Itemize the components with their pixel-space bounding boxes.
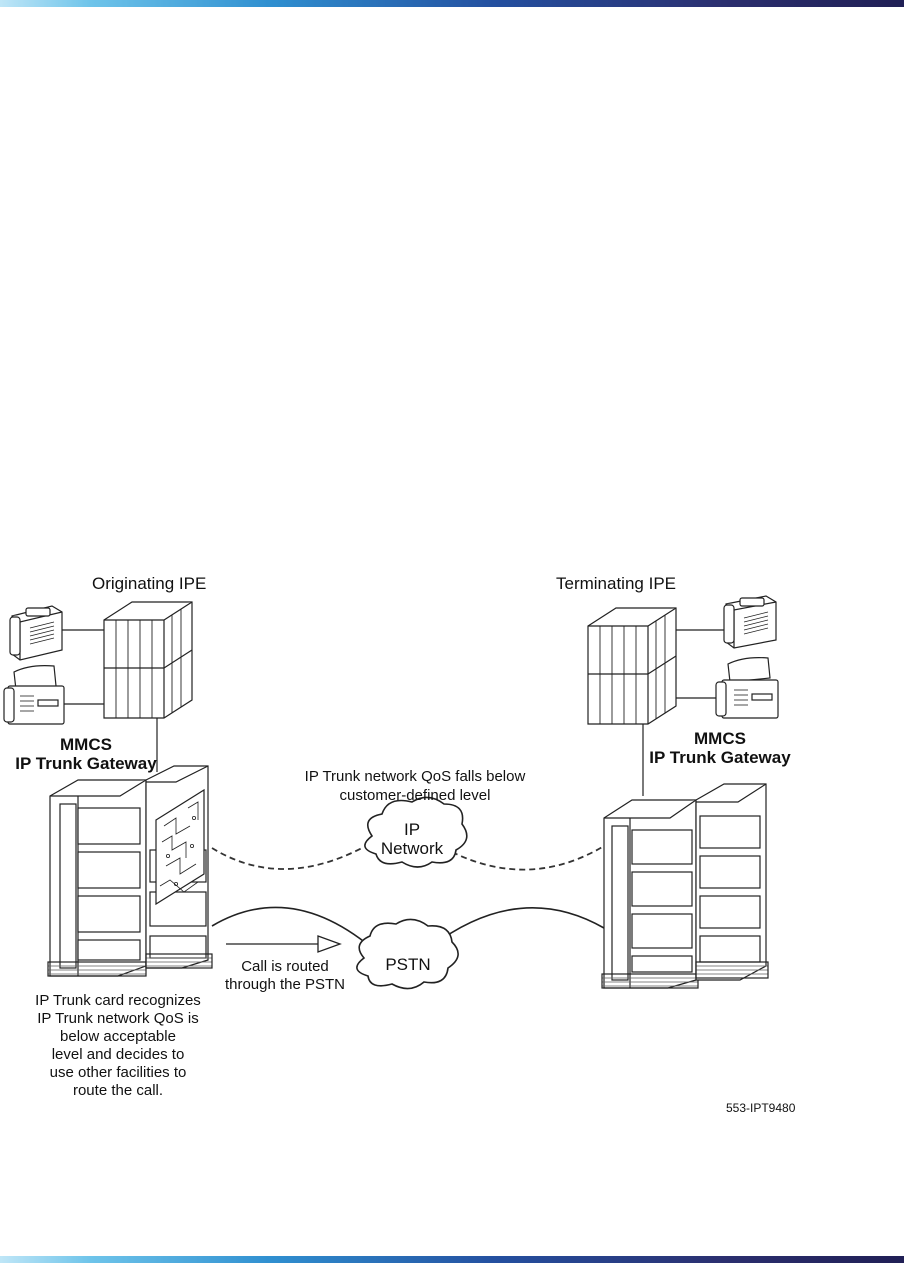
left-gateway-label-line2: IP Trunk Gateway	[15, 754, 157, 773]
qos-note-line1: IP Trunk network QoS falls below	[304, 768, 526, 785]
ip-link-left	[211, 847, 363, 870]
pstn-link-left	[211, 906, 373, 949]
pstn-cloud	[356, 918, 459, 990]
left-gateway-cabinet	[47, 765, 213, 977]
terminating-ipe-label: Terminating IPE	[556, 574, 676, 593]
card-note-line4: level and decides to	[51, 1046, 185, 1063]
right-telephone-icon	[723, 595, 777, 649]
originating-ipe-label: Originating IPE	[92, 574, 207, 593]
routed-note-line2: through the PSTN	[224, 976, 346, 993]
right-fax-icon	[715, 657, 779, 719]
ip-link-right	[451, 845, 605, 871]
pstn-link-right	[431, 906, 605, 947]
left-gateway-label-line1: MMCS	[60, 735, 112, 754]
left-telephone-icon	[9, 605, 63, 661]
left-fax-icon	[3, 665, 65, 725]
ip-network-label-line2: Network	[380, 839, 444, 858]
right-gateway-label-line2: IP Trunk Gateway	[649, 748, 791, 767]
card-note-line6: route the call.	[72, 1082, 164, 1099]
card-note-line1: IP Trunk card recognizes	[35, 992, 201, 1009]
terminating-ipe-cabinet	[587, 607, 677, 725]
originating-ipe-cabinet	[103, 601, 193, 719]
card-note-line3: below acceptable	[60, 1028, 176, 1045]
footer-band	[0, 1256, 904, 1263]
ip-network-label-line1: IP	[403, 820, 421, 839]
routed-note-line1: Call is routed	[241, 958, 329, 975]
header-band	[0, 0, 904, 7]
right-gateway-label-line1: MMCS	[694, 729, 746, 748]
routing-arrow	[226, 935, 342, 953]
card-note-line5: use other facilities to	[49, 1064, 187, 1081]
pstn-label: PSTN	[385, 955, 431, 974]
figure-id: 553-IPT9480	[726, 1101, 796, 1115]
ip-network-cloud	[364, 796, 468, 868]
qos-note-line2: customer-defined level	[339, 787, 491, 804]
card-note-line2: IP Trunk network QoS is	[37, 1010, 199, 1027]
right-gateway-cabinet	[601, 783, 769, 989]
